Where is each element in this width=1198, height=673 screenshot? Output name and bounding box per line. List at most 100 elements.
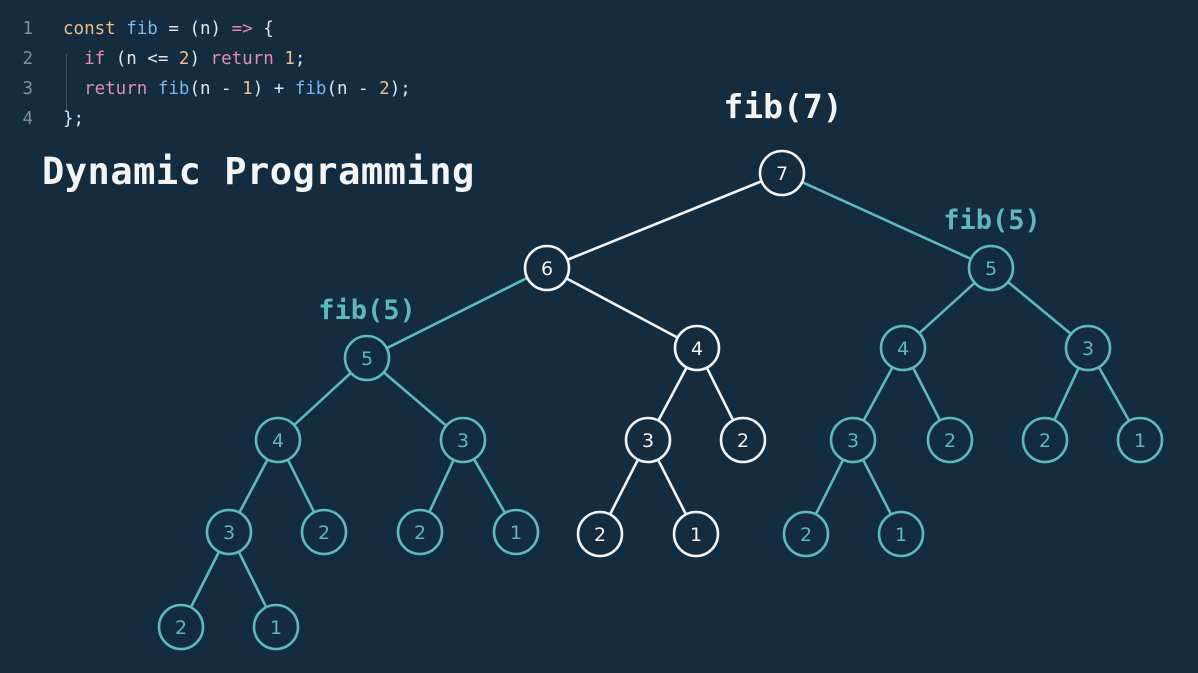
tree-edge [386, 276, 528, 350]
node-circle [673, 324, 721, 372]
tree-edge [911, 367, 942, 421]
indent-guide [66, 54, 67, 112]
code-token: (n <= [105, 49, 179, 69]
node-circle [252, 603, 300, 651]
node-value: 2 [318, 522, 330, 544]
tree-edge [189, 551, 221, 608]
node-circle [205, 508, 253, 556]
node-circle [523, 244, 571, 292]
code-token: (n - [189, 79, 243, 99]
node-value: 1 [510, 522, 522, 544]
line-number: 1 [22, 19, 33, 39]
node-value: 2 [1039, 430, 1051, 452]
tree-edge [814, 459, 845, 515]
code-token: return [210, 49, 274, 69]
tree-node-n2r1: 2 [926, 416, 974, 464]
node-circle [254, 416, 302, 464]
tree-edge [566, 180, 763, 261]
tree-node-n3m: 3 [624, 416, 672, 464]
tree-node-n2l1: 2 [300, 508, 348, 556]
node-value: 3 [223, 522, 235, 544]
tree-node-n3l: 3 [439, 416, 487, 464]
code-token: ) [189, 49, 211, 69]
tree-node-n4l: 4 [254, 416, 302, 464]
node-circle [829, 416, 877, 464]
node-circle [782, 510, 830, 558]
tree-node-n3r: 3 [1064, 324, 1112, 372]
tree-edge [565, 277, 679, 339]
node-value: 1 [270, 617, 282, 639]
code-token: ); [389, 79, 411, 99]
node-circle [396, 508, 444, 556]
node-circle [758, 149, 806, 197]
node-value: 1 [895, 524, 907, 546]
node-value: 2 [944, 430, 956, 452]
node-circle [300, 508, 348, 556]
tree-node-n2m1: 2 [719, 416, 767, 464]
tree-node-n1r1: 1 [1116, 416, 1164, 464]
tree-node-n2m2: 2 [576, 510, 624, 558]
tree-edge [237, 551, 268, 608]
node-value: 5 [985, 258, 997, 280]
code-token: fib [294, 79, 327, 99]
tree-edge [862, 366, 894, 422]
code-token: 1 [284, 49, 295, 69]
node-circle [967, 244, 1015, 292]
tree-node-n1r2: 1 [877, 510, 925, 558]
label-fib5-left: fib(5) [318, 295, 416, 326]
tree-node-n1l2: 1 [252, 603, 300, 651]
line-number: 4 [22, 109, 33, 129]
tree-node-n1m: 1 [672, 510, 720, 558]
tree-node-n1l1: 1 [492, 508, 540, 556]
code-token: ) + [252, 79, 295, 99]
tree-edge [1007, 280, 1072, 336]
tree-node-n3rr: 3 [829, 416, 877, 464]
node-circle [157, 603, 205, 651]
tree-edge [472, 458, 507, 514]
node-circle [576, 510, 624, 558]
node-circle [879, 324, 927, 372]
tree-edge [1097, 366, 1131, 422]
node-value: 2 [800, 524, 812, 546]
node-value: 2 [414, 522, 426, 544]
code-token: 2 [379, 79, 390, 99]
page-title: Dynamic Programming [42, 150, 475, 193]
tree-node-n4m: 4 [673, 324, 721, 372]
node-circle [877, 510, 925, 558]
node-value: 2 [175, 617, 187, 639]
line-code: }; [63, 104, 84, 134]
code-token: return [84, 79, 148, 99]
tree-edge [861, 459, 893, 515]
tree-edge [1053, 367, 1080, 421]
node-circle [1116, 416, 1164, 464]
node-circle [624, 416, 672, 464]
tree-labels: fib(7)fib(5)fib(5) [318, 87, 1041, 326]
line-code: return fib(n - 1) + fib(n - 2); [63, 74, 411, 104]
tree-node-n6: 6 [523, 244, 571, 292]
node-value: 3 [642, 430, 654, 452]
line-number: 2 [22, 49, 33, 69]
tree-edge [801, 180, 972, 261]
code-token: 2 [178, 49, 190, 69]
node-value: 3 [847, 430, 859, 452]
node-value: 7 [776, 163, 788, 185]
code-token: (n - [326, 79, 380, 99]
node-value: 4 [691, 338, 703, 360]
node-value: 3 [457, 430, 469, 452]
tree-node-n2r2: 2 [1021, 416, 1069, 464]
node-value: 3 [1082, 338, 1094, 360]
node-circle [1021, 416, 1069, 464]
code-token: 1 [242, 79, 253, 99]
node-circle [343, 334, 391, 382]
label-fib7: fib(7) [723, 87, 842, 126]
tree-edge [286, 459, 316, 513]
node-value: 4 [272, 430, 284, 452]
tree-edge [705, 367, 735, 421]
node-value: 2 [737, 430, 749, 452]
tree-node-n2r3: 2 [782, 510, 830, 558]
node-circle [439, 416, 487, 464]
tree-node-n2l3: 2 [157, 603, 205, 651]
tree-node-n5r: 5 [967, 244, 1015, 292]
tree-node-n5l: 5 [343, 334, 391, 382]
